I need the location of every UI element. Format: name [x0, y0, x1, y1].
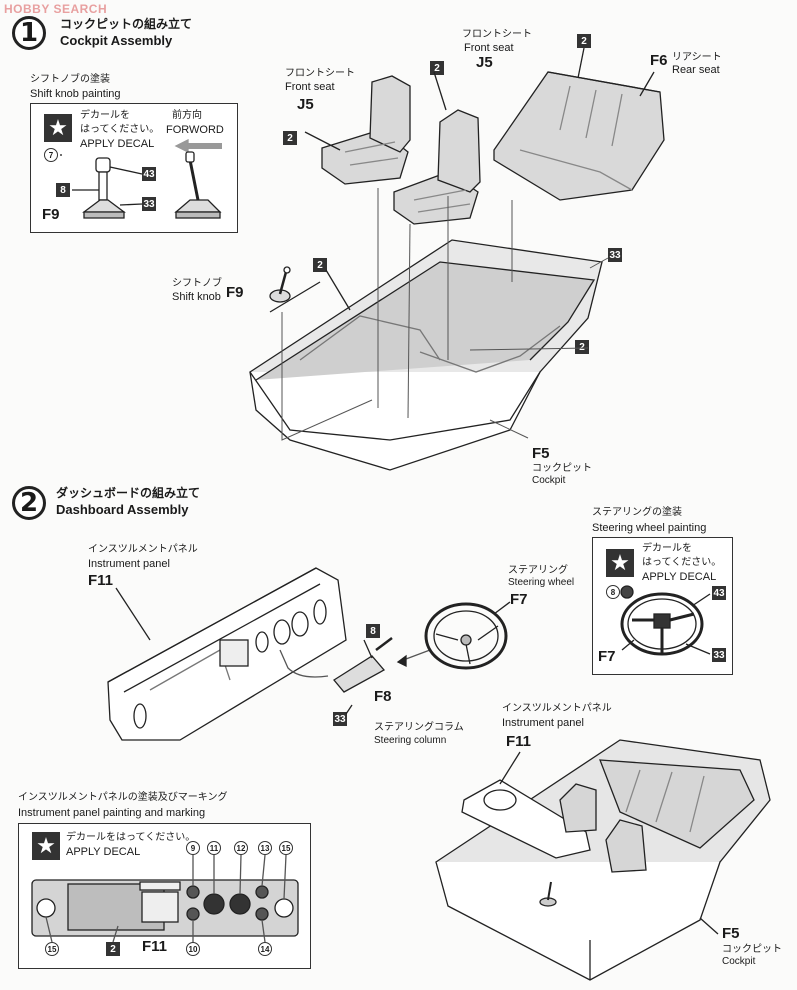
- step2-title-en: Dashboard Assembly: [56, 502, 189, 517]
- shift-knob-jp: シフトノブ: [172, 278, 222, 289]
- shift-knob-en: Shift knob: [172, 291, 221, 303]
- steering-painting-jp: ステアリングの塗装: [592, 507, 682, 518]
- forward-en: FORWORD: [166, 124, 224, 136]
- cockpit-en-step2: Cockpit: [722, 956, 756, 967]
- cockpit-tub-drawing: [249, 239, 603, 471]
- rear-seat-drawing: [493, 47, 665, 201]
- part-j5-left: J5: [297, 96, 314, 113]
- part-f11: F11: [88, 572, 114, 589]
- shift-decal-en: APPLY DECAL: [80, 138, 155, 150]
- step1-title-en: Cockpit Assembly: [60, 33, 173, 48]
- front-seat-right-jp: フロントシート: [462, 29, 532, 40]
- part-f7: F7: [510, 591, 528, 608]
- decal-star-icon: ★: [32, 832, 60, 860]
- decal-number-15-bottom: 15: [45, 942, 59, 956]
- cockpit-en-step1: Cockpit: [532, 475, 566, 486]
- steering-column-en: Steering column: [374, 735, 447, 746]
- rear-seat-en: Rear seat: [672, 64, 720, 76]
- decal-number-11: 11: [207, 841, 221, 855]
- ip-decal-jp: デカールをはってください。: [66, 832, 196, 843]
- instrument-panel-final-jp: インスツルメントパネル: [502, 703, 612, 714]
- shift-decal-jp-2: はってください。: [80, 124, 160, 135]
- front-seat-right-en: Front seat: [464, 42, 514, 54]
- paint-code-43-wheel: 43: [712, 586, 726, 600]
- ip-decal-en: APPLY DECAL: [66, 846, 141, 858]
- shift-knob-loose-drawing: [269, 266, 291, 303]
- part-j5-right: J5: [476, 54, 493, 71]
- watermark-logo: HOBBY SEARCH: [4, 2, 108, 16]
- paint-code-8-column: 8: [366, 624, 380, 638]
- cockpit-jp-step1: コックピット: [532, 463, 592, 474]
- decal-number-14: 14: [258, 942, 272, 956]
- steering-wheel-drawing: [424, 601, 511, 670]
- part-f6: F6: [650, 52, 668, 69]
- paint-code-33-wheel: 33: [712, 648, 726, 662]
- part-f11-final: F11: [506, 733, 532, 750]
- paint-code-2-tub: 2: [313, 258, 327, 272]
- decal-number-10: 10: [186, 942, 200, 956]
- paint-code-2-floor: 2: [575, 340, 589, 354]
- front-seat-left-en: Front seat: [285, 81, 335, 93]
- part-f8: F8: [374, 688, 392, 705]
- decal-number-12: 12: [234, 841, 248, 855]
- paint-code-33: 33: [142, 197, 156, 211]
- decal-star-icon: ★: [44, 114, 72, 142]
- part-f11-box: F11: [142, 938, 168, 955]
- step1-number: 1: [12, 16, 46, 50]
- paint-code-33-column: 33: [333, 712, 347, 726]
- decal-number-15-top: 15: [279, 841, 293, 855]
- paint-code-2-seat-right: 2: [430, 61, 444, 75]
- part-f9: F9: [226, 284, 244, 301]
- paint-code-8-wheel: 8: [606, 585, 620, 599]
- part-f5-step2: F5: [722, 925, 740, 942]
- step2-number: 2: [12, 486, 46, 520]
- decal-number-13: 13: [258, 841, 272, 855]
- cockpit-jp-step2: コックピット: [722, 944, 782, 955]
- instrument-panel-en: Instrument panel: [88, 558, 170, 570]
- paint-code-33-tub: 33: [608, 248, 622, 262]
- forward-jp: 前方向: [172, 110, 202, 121]
- final-cockpit-drawing: [435, 739, 771, 981]
- steering-column-jp: ステアリングコラム: [374, 722, 464, 733]
- paint-code-2-ip: 2: [106, 942, 120, 956]
- decal-number-9: 9: [186, 841, 200, 855]
- step2-title-jp: ダッシュボードの組み立て: [56, 486, 201, 500]
- shift-knob-painting-en: Shift knob painting: [30, 88, 121, 100]
- instrument-panel-final-en: Instrument panel: [502, 717, 584, 729]
- instrument-panel-drawing: [107, 567, 347, 741]
- shift-decal-jp-1: デカールを: [80, 110, 130, 121]
- part-f5-step1: F5: [532, 445, 550, 462]
- steering-wheel-jp: ステアリング: [508, 565, 568, 576]
- front-seat-left-jp: フロントシート: [285, 68, 355, 79]
- instrument-panel-jp: インスツルメントパネル: [88, 544, 198, 555]
- paint-code-2-rear: 2: [577, 34, 591, 48]
- paint-code-7: 7: [44, 148, 58, 162]
- steering-painting-en: Steering wheel painting: [592, 522, 707, 534]
- ip-marking-en: Instrument panel painting and marking: [18, 807, 206, 819]
- paint-code-8: 8: [56, 183, 70, 197]
- part-f9-box: F9: [42, 206, 60, 223]
- decal-star-icon: ★: [606, 549, 634, 577]
- steering-wheel-en: Steering wheel: [508, 577, 575, 588]
- part-f7-box: F7: [598, 648, 616, 665]
- steering-decal-en: APPLY DECAL: [642, 571, 717, 583]
- paint-code-43: 43: [142, 167, 156, 181]
- steering-decal-jp-2: はってください。: [642, 557, 722, 568]
- rear-seat-jp: リアシート: [672, 52, 722, 63]
- front-seat-right-drawing: [393, 71, 481, 225]
- steering-decal-jp-1: デカールを: [642, 543, 692, 554]
- shift-knob-painting-jp: シフトノブの塗装: [30, 74, 110, 85]
- paint-code-2-seat-left: 2: [283, 131, 297, 145]
- ip-marking-jp: インスツルメントパネルの塗装及びマーキング: [18, 792, 228, 803]
- step1-title-jp: コックピットの組み立て: [60, 17, 193, 31]
